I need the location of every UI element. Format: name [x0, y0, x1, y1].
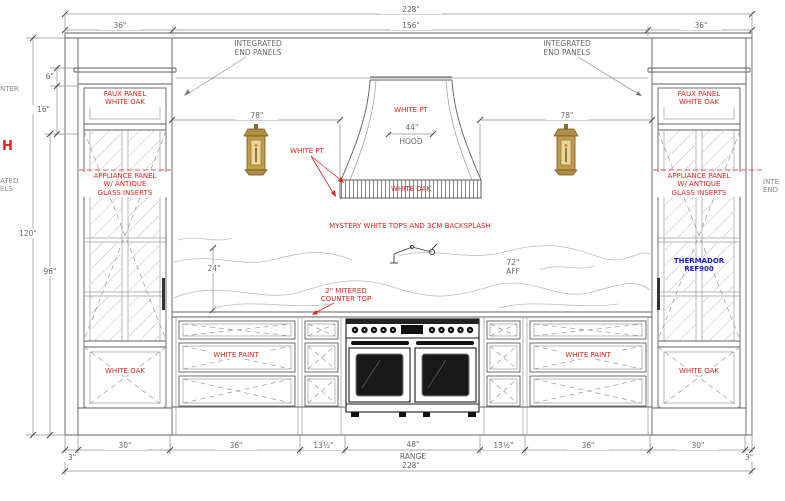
- sconce-right: [553, 123, 579, 176]
- hood: [339, 76, 482, 199]
- wall-structure: [64, 32, 753, 436]
- dimension-linework: [26, 10, 756, 475]
- backsplash-veining: [173, 237, 651, 309]
- range: [345, 318, 480, 417]
- right-tall-cabinet: [647, 38, 764, 435]
- base-cabinets: [172, 317, 652, 435]
- countertop: [172, 311, 652, 318]
- sconce-left: [243, 123, 269, 176]
- leader-lines: [184, 56, 642, 96]
- red-annotations-linework: [310, 155, 344, 315]
- left-tall-cabinet: [73, 38, 177, 435]
- pot-filler: [390, 243, 438, 264]
